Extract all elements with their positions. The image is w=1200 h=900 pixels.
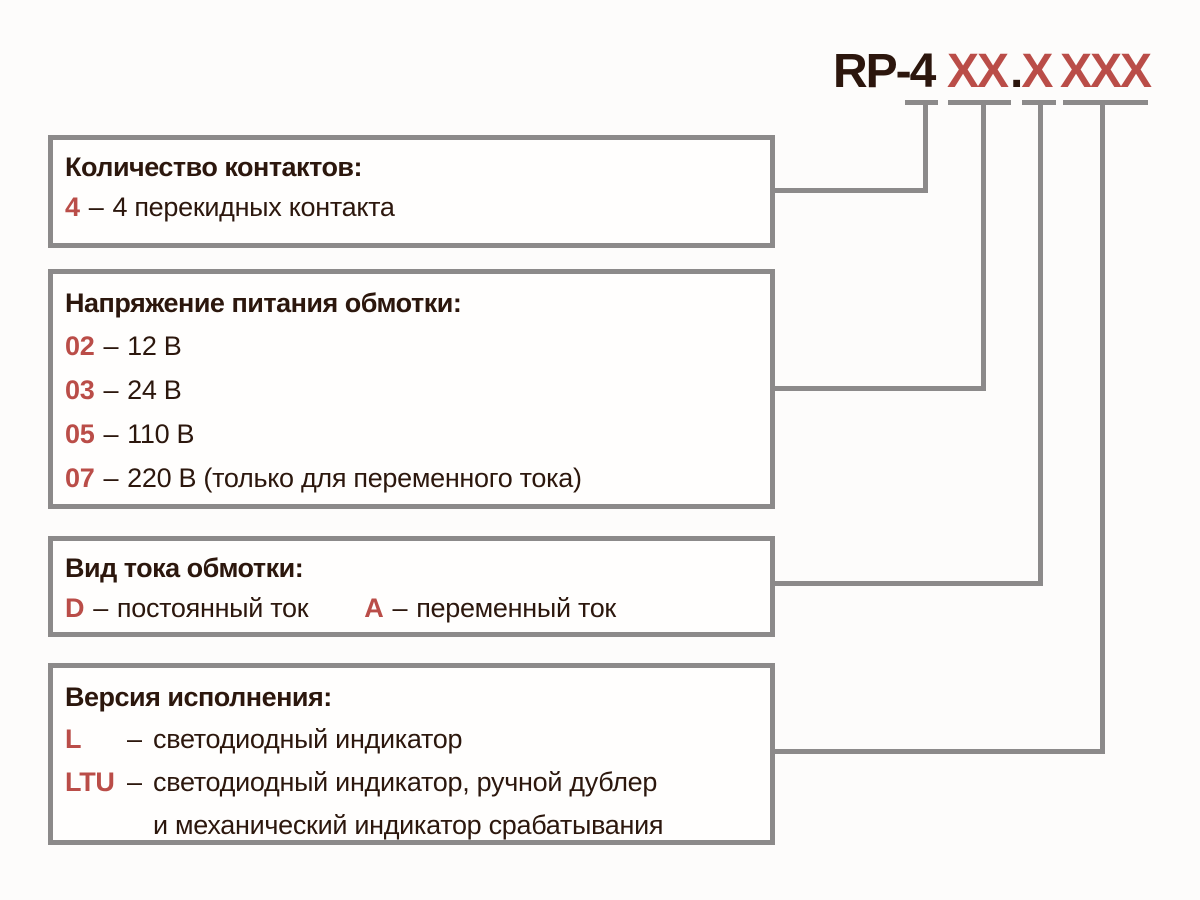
option-code: L [65,724,82,754]
option-desc-line2: и механический индикатор срабатывания [153,810,664,840]
option-desc: 110 В [127,419,195,449]
code-dot-and-current: .X [1010,45,1053,98]
option-desc: 24 В [127,375,182,405]
dash-separator: – [88,192,104,222]
version-box: Версия исполнения: L – светодиодный инди… [48,663,775,845]
connector-vertical-voltage [981,100,986,391]
option-row: LTU – светодиодный индикатор, ручной дуб… [65,761,760,847]
option-desc: 12 В [127,331,182,361]
option-code: LTU [65,767,115,797]
dash-separator: – [127,767,142,797]
option-pair: A – переменный ток [364,587,616,629]
option-row: 05 – 110 В [65,412,760,456]
code-dot: . [1010,45,1023,98]
dash-separator: – [392,593,408,623]
dash-separator: – [103,419,119,449]
option-desc: светодиодный индикатор, ручной дублер [153,767,658,797]
code-voltage-placeholder: XX [947,45,1009,98]
option-desc: 220 В (только для переменного тока) [127,463,582,493]
current-type-box: Вид тока обмотки: D – постоянный ток A –… [48,536,775,637]
code-version-placeholder: XXX [1060,45,1152,98]
connector-vertical-version [1100,100,1105,754]
version-box-title: Версия исполнения: [65,682,332,712]
option-pair: D – постоянный ток [65,587,309,629]
option-desc: постоянный ток [116,593,309,623]
option-desc: светодиодный индикатор [153,724,463,754]
option-code: 02 [65,331,95,361]
option-desc-wrap: светодиодный индикатор, ручной дублер и … [153,761,760,847]
option-row: 07 – 220 В (только для переменного тока) [65,456,760,500]
code-current-placeholder: X [1021,45,1053,98]
option-desc: переменный ток [416,593,616,623]
voltage-box: Напряжение питания обмотки: 02 – 12 В 03… [48,269,775,509]
connector-vertical-contacts [923,100,928,193]
code-tick-contacts [905,100,938,105]
dash-separator: – [103,375,119,405]
dash-separator: – [103,463,119,493]
dash-separator: – [103,331,119,361]
option-row: L – светодиодный индикатор [65,718,760,761]
option-code: 05 [65,419,95,449]
option-row: 03 – 24 В [65,368,760,412]
contacts-box: Количество контактов: 4 – 4 перекидных к… [48,135,775,248]
current-type-box-title: Вид тока обмотки: [65,553,304,583]
connector-horizontal-current [775,581,1043,586]
option-code: 07 [65,463,95,493]
dash-separator: – [93,593,108,623]
connector-vertical-current [1038,100,1043,586]
option-row: 02 – 12 В [65,324,760,368]
option-row: 4 – 4 перекидных контакта [65,186,760,228]
voltage-box-title: Напряжение питания обмотки: [65,288,462,318]
option-code: 03 [65,375,95,405]
dash-separator: – [127,724,142,754]
code-prefix: RP-4 [833,45,936,98]
option-row: D – постоянный ток A – переменный ток [65,587,760,629]
option-desc: 4 перекидных контакта [112,192,395,222]
code-tick-voltage [948,100,1011,105]
connector-horizontal-voltage [775,386,986,391]
option-code: 4 [65,192,80,222]
code-tick-version [1063,100,1148,105]
option-code: A [364,593,384,623]
contacts-box-title: Количество контактов: [65,152,363,182]
connector-horizontal-version [775,749,1105,754]
option-code: D [65,593,85,623]
connector-horizontal-contacts [775,188,928,193]
